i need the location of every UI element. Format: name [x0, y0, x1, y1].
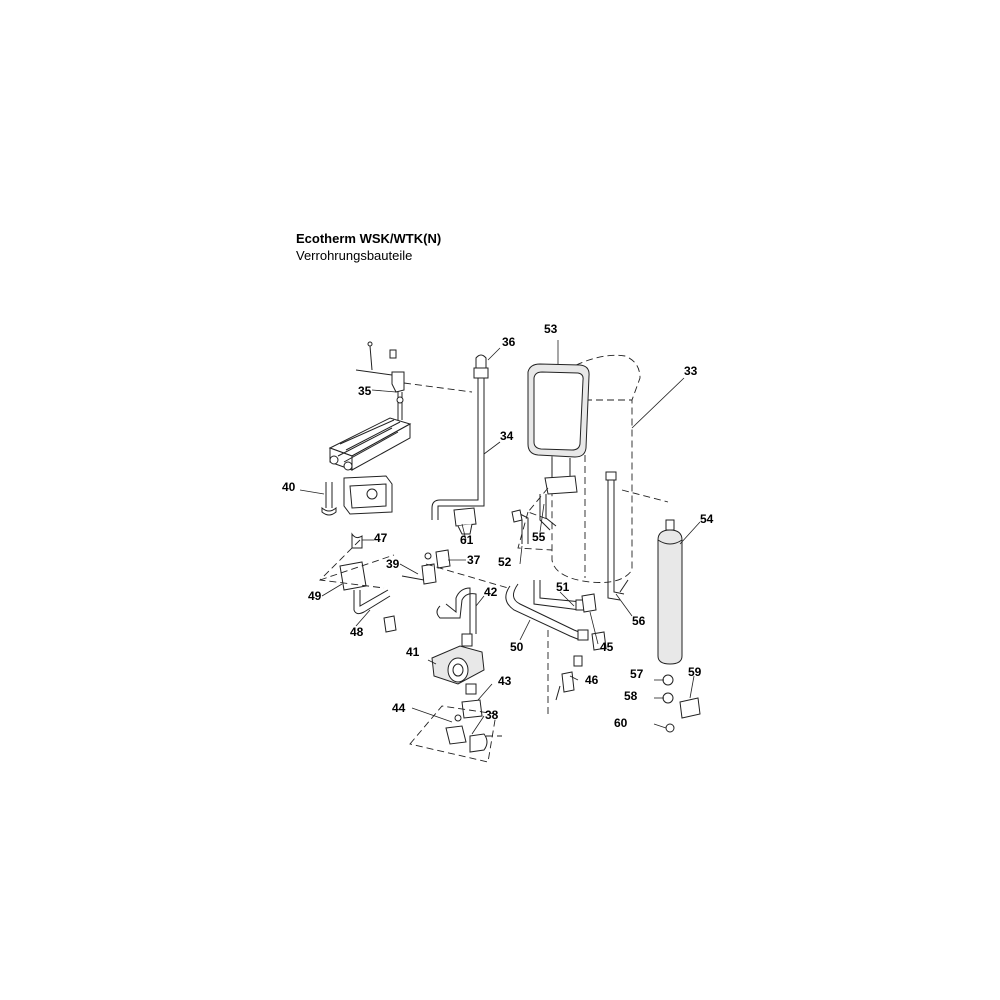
pipe-52-55: [511, 494, 557, 544]
fitting-46: [555, 655, 583, 701]
leader-lines: [299, 340, 701, 735]
expansion-vessel: [527, 363, 590, 458]
callout-56: 56: [632, 614, 646, 628]
callout-60: 60: [614, 716, 628, 730]
callout-54: 54: [700, 512, 714, 526]
callout-55: 55: [532, 530, 546, 544]
callout-33: 33: [684, 364, 698, 378]
sensor-35: [355, 341, 405, 420]
callout-58: 58: [624, 689, 638, 703]
callout-39: 39: [386, 557, 400, 571]
callout-37: 37: [467, 553, 481, 567]
callout-46: 46: [585, 673, 599, 687]
callout-52: 52: [498, 555, 512, 569]
pipe-50-51: [505, 580, 589, 641]
valve-45: [581, 593, 607, 651]
valve-37-39: [401, 549, 451, 585]
pipe-56: [605, 471, 629, 601]
callout-49: 49: [308, 589, 322, 603]
callout-36: 36: [502, 335, 516, 349]
callout-42: 42: [484, 585, 498, 599]
pump-41: [431, 633, 485, 695]
callout-45: 45: [600, 640, 614, 654]
callout-34: 34: [500, 429, 514, 443]
pipe-42: [436, 587, 477, 634]
fittings-57-60: [662, 674, 701, 733]
valve-block: [321, 475, 393, 516]
callout-44: 44: [392, 701, 406, 715]
title-block: Ecotherm WSK/WTK(N) Verrohrungsbauteile: [296, 230, 441, 264]
callout-59: 59: [688, 665, 702, 679]
callout-48: 48: [350, 625, 364, 639]
callout-38: 38: [485, 708, 499, 722]
diagram-subtitle: Verrohrungsbauteile: [296, 248, 413, 263]
callout-40: 40: [282, 480, 296, 494]
parts-47-48-49: [339, 532, 397, 633]
callout-47: 47: [374, 531, 388, 545]
assembly-lines: [319, 382, 669, 763]
callout-50: 50: [510, 640, 524, 654]
callout-51: 51: [556, 580, 570, 594]
diagram-title: Ecotherm WSK/WTK(N): [296, 231, 442, 246]
callout-35: 35: [358, 384, 372, 398]
callout-41: 41: [406, 645, 420, 659]
pipe-34: [431, 354, 489, 520]
valve-61: [453, 507, 477, 535]
callout-61: 61: [460, 533, 474, 547]
callout-labels: 33 34 35 36 37 38 39 40 41 42 43 44 45 4…: [282, 322, 714, 730]
callout-53: 53: [544, 322, 558, 336]
callout-57: 57: [630, 667, 644, 681]
vessel-bracket: [544, 458, 578, 495]
callout-43: 43: [498, 674, 512, 688]
heat-exchanger: [328, 417, 412, 471]
valve-group-lower: [445, 699, 488, 753]
cylinder-54: [657, 519, 683, 665]
